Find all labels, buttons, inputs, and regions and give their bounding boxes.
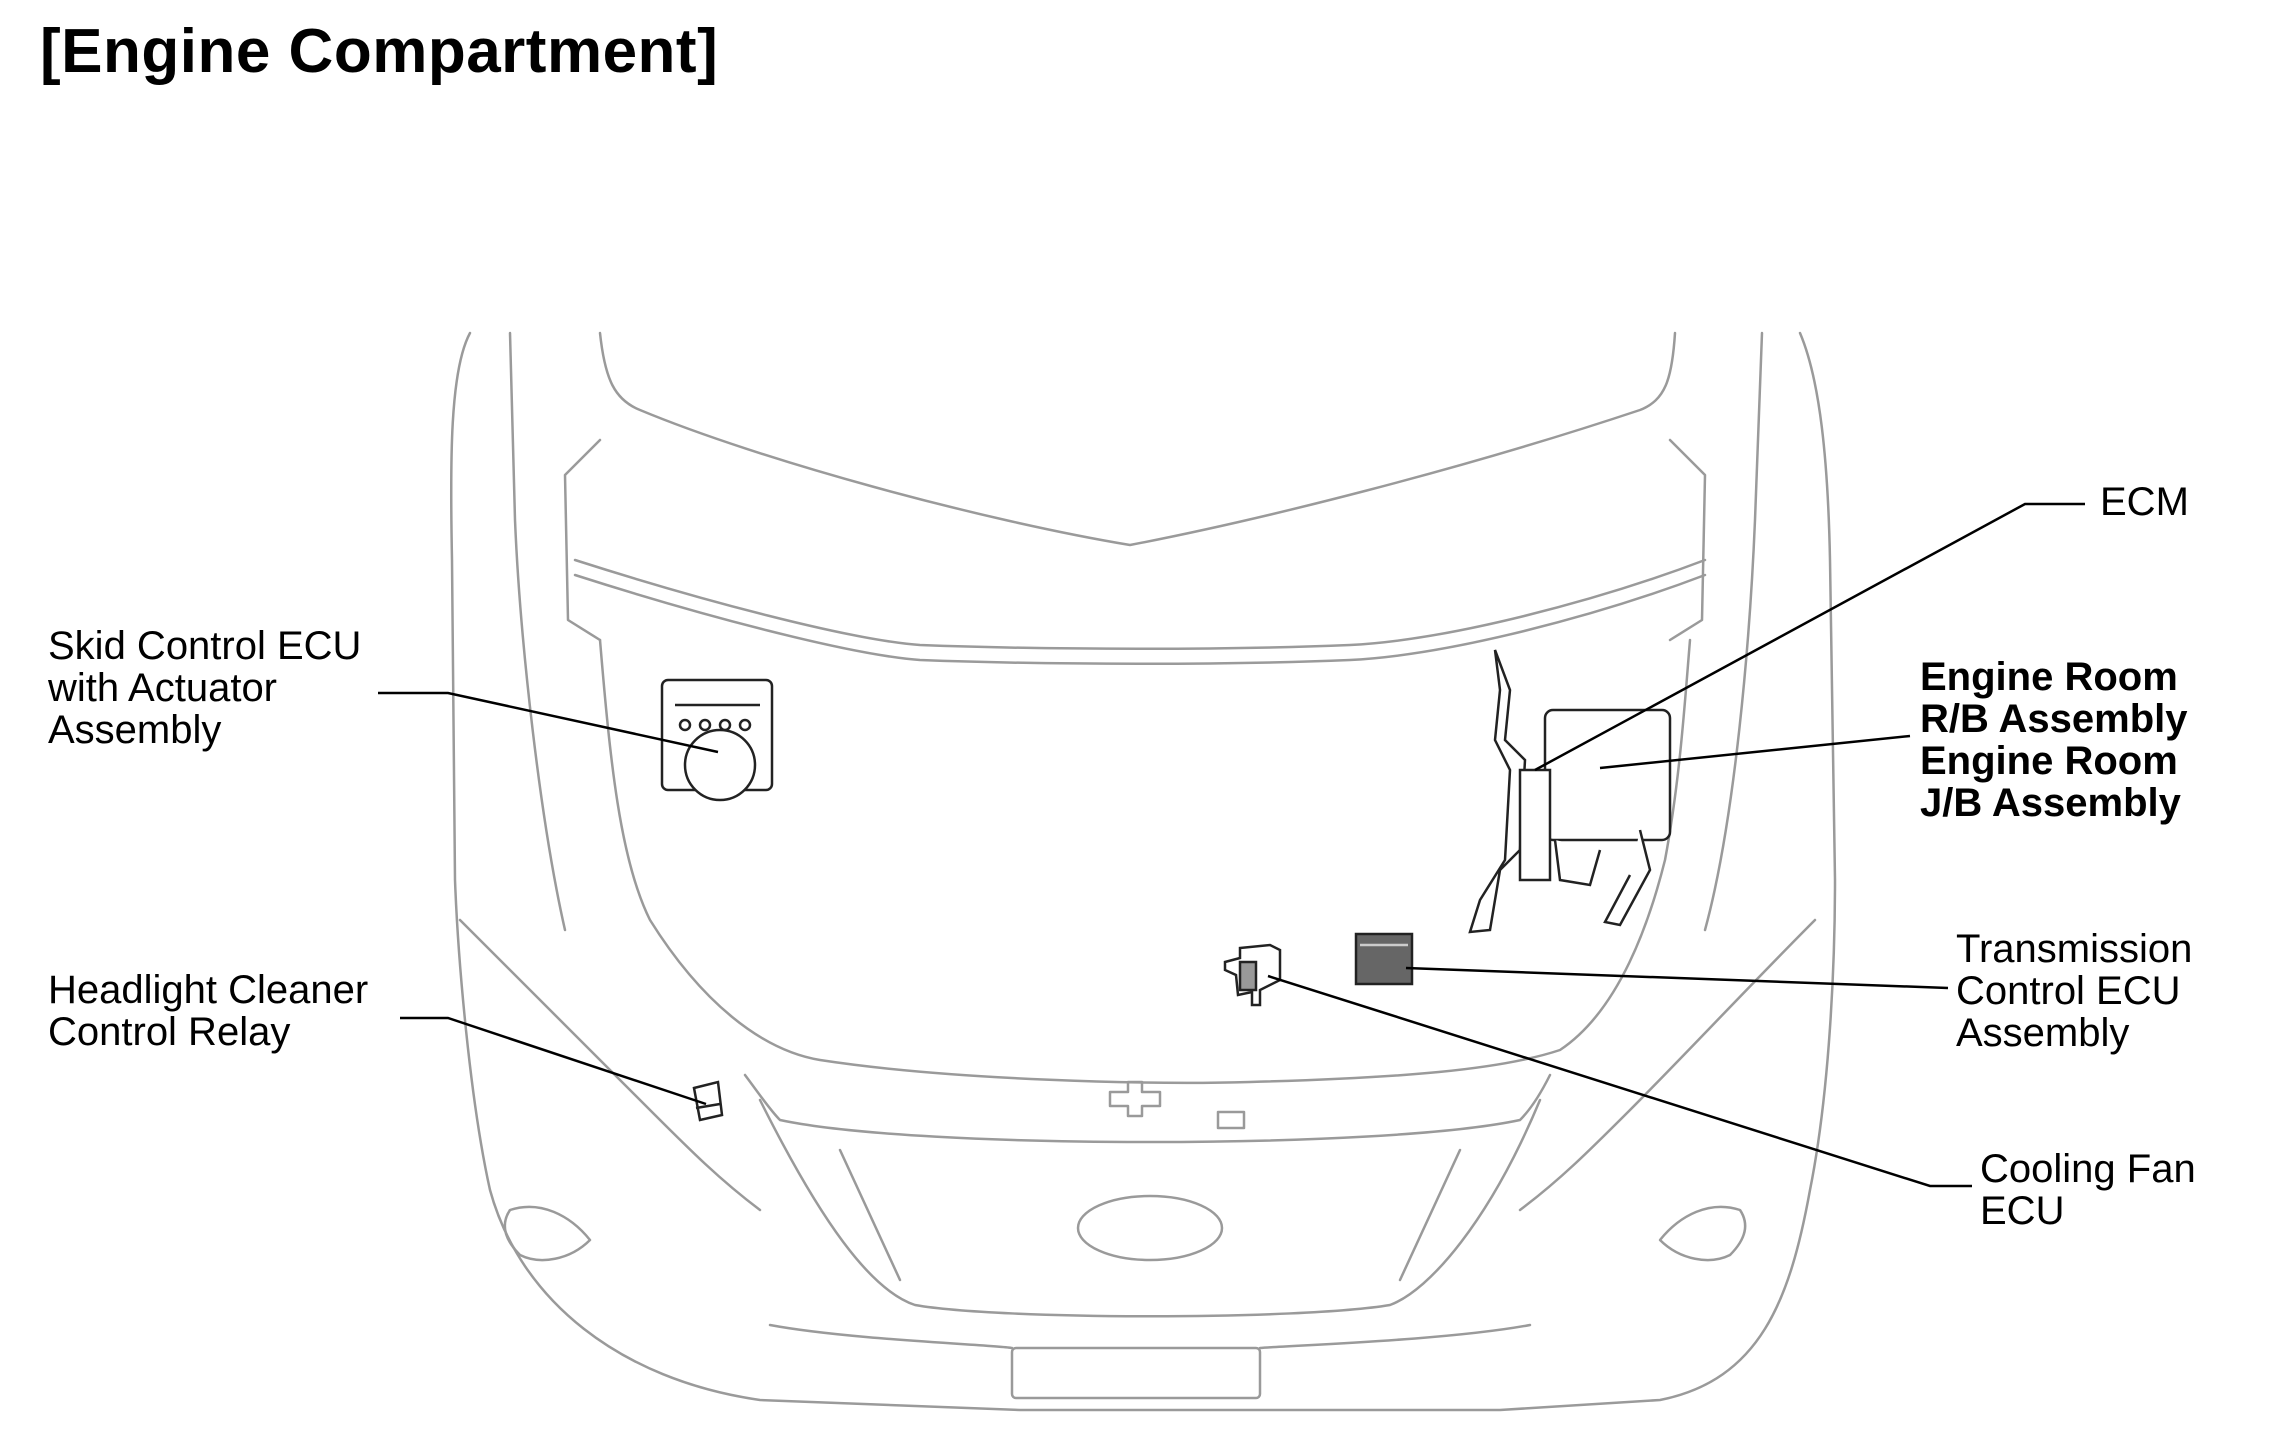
leader-headlight-cleaner [400,1016,707,1106]
leader-cooling-fan [1267,974,1972,1188]
label-line: Skid Control ECU [48,624,362,668]
headlight-cleaner-relay-icon [692,1080,724,1122]
label-line: with Actuator [48,666,278,710]
label-ecm: ECM [2100,481,2189,523]
skid-control-ecu-actuator-icon [660,678,774,802]
leader-transmission [1405,966,1949,990]
label-transmission-control-ecu: Transmission Control ECU Assembly [1956,928,2192,1054]
label-line: ECM [2100,480,2189,524]
transmission-control-ecu-icon [1354,932,1414,986]
label-line: Control ECU [1956,969,2181,1013]
engine-room-rb-jb-icon [1468,649,1672,934]
label-line: J/B Assembly [1920,781,2181,825]
label-skid-control-ecu: Skid Control ECU with Actuator Assembly [48,625,361,751]
label-headlight-cleaner-relay: Headlight Cleaner Control Relay [48,969,368,1053]
label-line: Control Relay [48,1010,291,1054]
car-outline [449,331,1837,1412]
label-line: Engine Room [1920,655,2178,699]
label-line: ECU [1980,1189,2065,1233]
label-line: Engine Room [1920,739,2178,783]
label-line: Assembly [1956,1011,2130,1055]
leader-lines [378,502,2085,1188]
label-line: Cooling Fan [1980,1147,2196,1191]
label-line: Assembly [48,708,222,752]
label-line: Headlight Cleaner [48,968,369,1012]
label-engine-room-assembly: Engine Room R/B Assembly Engine Room J/B… [1920,656,2188,824]
leader-ecm [1534,502,2085,772]
label-line: Transmission [1956,927,2193,971]
leader-engine-room [1599,734,1911,770]
label-cooling-fan-ecu: Cooling Fan ECU [1980,1148,2196,1232]
leader-skid-control [378,691,719,754]
label-line: R/B Assembly [1920,697,2188,741]
cooling-fan-ecu-icon [1223,943,1282,1007]
page-title: [Engine Compartment] [40,17,719,86]
